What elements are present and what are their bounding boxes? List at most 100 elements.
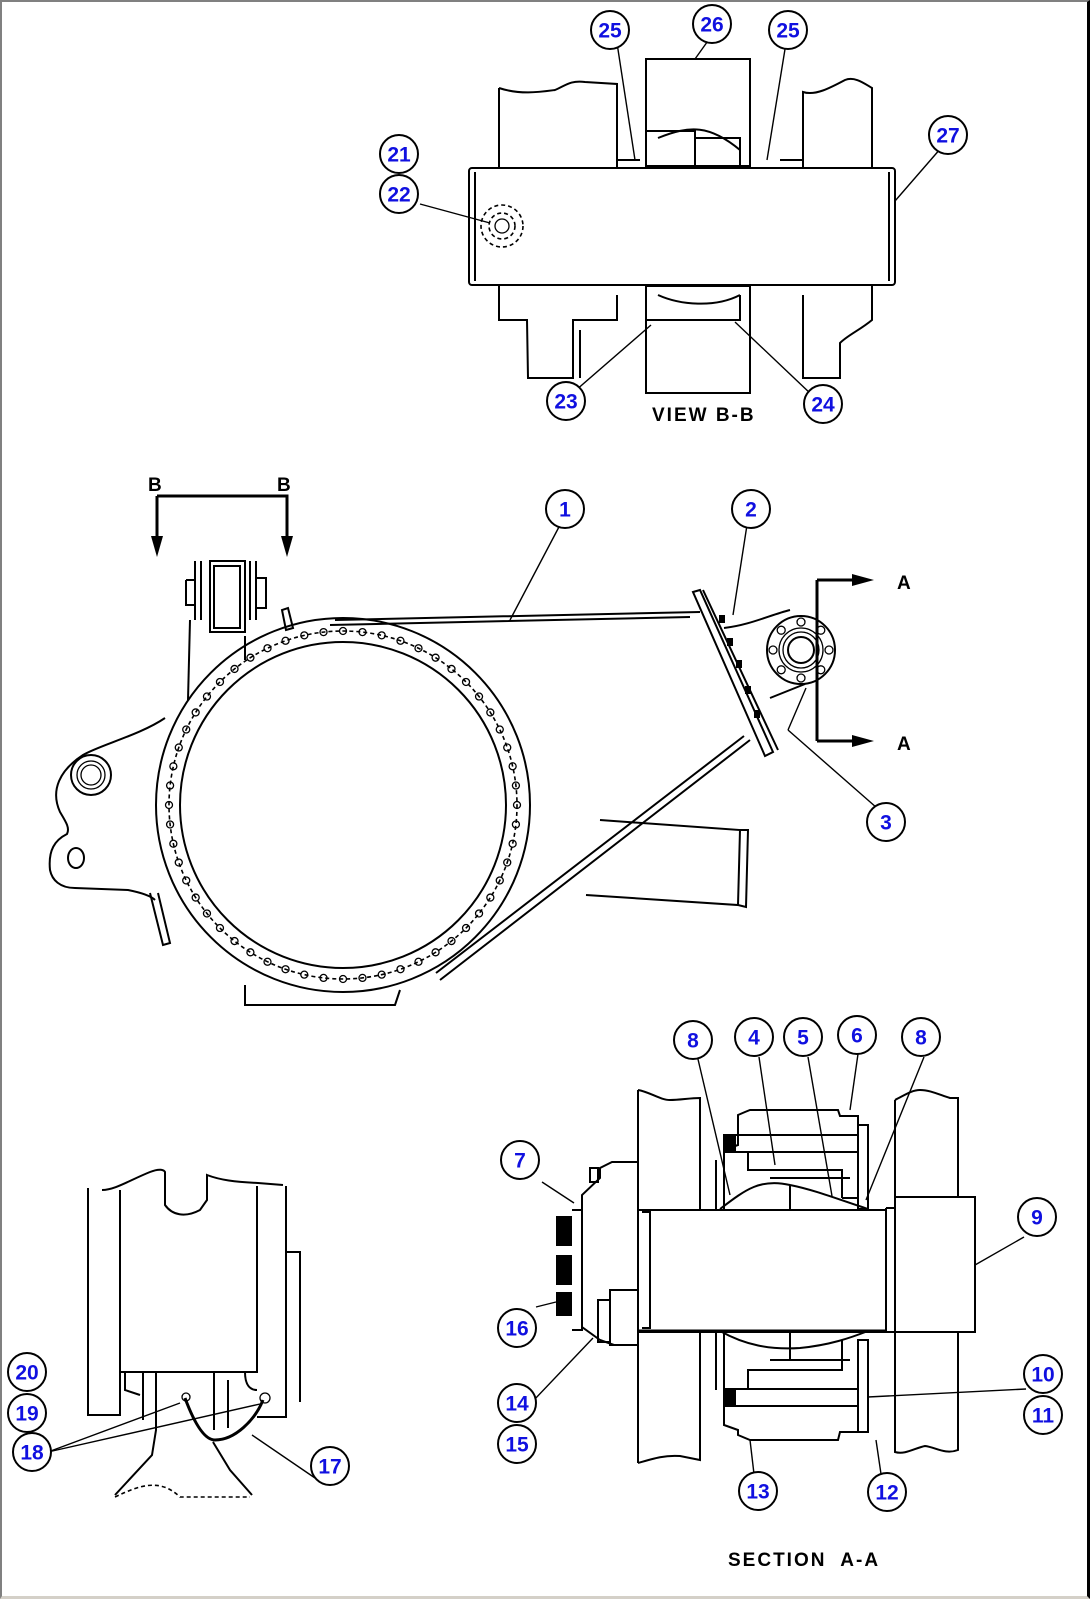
callout-2: 2 (731, 489, 771, 529)
ring-outer (155, 617, 531, 993)
main-view: B B A A (48, 475, 911, 1006)
bolt-hole (191, 893, 200, 902)
leader-23 (574, 324, 652, 392)
bolt-head-1 (556, 1216, 572, 1246)
callout-circle (546, 381, 586, 421)
callout-7: 7 (500, 1140, 540, 1180)
bolt-hole (230, 664, 239, 674)
view-b-caption: VIEW B-B (652, 405, 756, 426)
section-b-marker-left: B (148, 475, 162, 496)
leader-24 (734, 321, 813, 396)
callout-9: 9 (1017, 1197, 1057, 1237)
leader-8a (696, 1054, 731, 1196)
bolt-hole (169, 839, 178, 848)
right-yoke-lower (802, 285, 873, 379)
left-lug-bore (70, 754, 112, 796)
callout-circle (7, 1393, 47, 1433)
leader-9 (974, 1236, 1025, 1266)
callout-circle (379, 134, 419, 174)
leader-10 (867, 1388, 1027, 1398)
center-block-lower (645, 285, 751, 394)
section-a-marker-top: A (897, 573, 911, 594)
bolt-hole (202, 909, 212, 918)
eye-bolt-hole (824, 645, 834, 655)
section-a-a: SECTION A-A (533, 1053, 1027, 1571)
callout-circle (12, 1432, 52, 1472)
callout-10: 10 (1023, 1354, 1063, 1394)
callout-label: 20 (15, 1362, 38, 1385)
left-yoke-upper (498, 80, 618, 168)
callout-6: 6 (837, 1015, 877, 1055)
bolt-hole (447, 936, 456, 946)
bolt-hole (414, 644, 423, 653)
left-lug (48, 717, 166, 901)
callout-13: 13 (738, 1471, 778, 1511)
leader-27 (894, 147, 942, 202)
bolt-hole (263, 644, 272, 653)
section-b-line (155, 494, 289, 540)
bolt-hole (182, 725, 191, 734)
callout-label: 13 (746, 1481, 769, 1504)
callout-label: 8 (687, 1030, 699, 1053)
bolt-hole (495, 725, 504, 734)
bolt-hole (215, 677, 225, 687)
callout-label: 19 (15, 1403, 38, 1426)
eye-bolt-hole (776, 665, 786, 675)
callout-label: 23 (554, 391, 577, 414)
callout-17: 17 (310, 1446, 350, 1486)
callout-circle (7, 1352, 47, 1392)
bolt-hole (230, 936, 239, 946)
leader-8b (865, 1056, 925, 1201)
bolt-hole (486, 893, 495, 902)
callout-label: 18 (20, 1442, 44, 1465)
bolt-hole (319, 973, 328, 983)
callout-label: 3 (880, 812, 892, 835)
section-a-caption: SECTION A-A (728, 1550, 880, 1571)
bolt-hole (300, 970, 309, 979)
bolt-head-3 (556, 1292, 572, 1316)
right-eye-flange (766, 615, 836, 685)
bolt-hole (319, 627, 328, 637)
bolt-hole (377, 631, 386, 640)
pin-head-plate (894, 1196, 976, 1333)
callout-22: 22 (379, 174, 419, 214)
section-a-line (815, 578, 858, 743)
callout-23: 23 (546, 381, 586, 421)
callout-label: 7 (514, 1150, 526, 1173)
callout-label: 9 (1031, 1207, 1043, 1230)
callout-1: 1 (545, 489, 585, 529)
callout-circle (901, 1017, 941, 1057)
callout-4: 4 (734, 1017, 774, 1057)
eye-bolt-hole (776, 625, 786, 635)
leader-6 (849, 1053, 859, 1111)
callout-label: 26 (700, 14, 723, 37)
ring-bolt-circle (168, 630, 518, 980)
bolt-hole (358, 627, 367, 637)
section-b-arrow-right (281, 536, 293, 557)
section-left-frame (637, 1089, 701, 1463)
bolt-hole (474, 692, 484, 701)
leader-5 (807, 1056, 833, 1197)
callout-circle (692, 4, 732, 44)
ring-bolt-holes (164, 626, 522, 984)
arm-top-edge (329, 611, 701, 626)
leader-14 (533, 1337, 594, 1401)
leader-16 (535, 1301, 557, 1308)
callout-circle (497, 1424, 537, 1464)
bolt-hole (508, 762, 517, 771)
right-yoke-upper (802, 78, 873, 168)
callout-label: 25 (776, 20, 800, 43)
bolt-hole (511, 820, 521, 829)
bolt-hole (447, 664, 456, 674)
callout-circle (545, 489, 585, 529)
callout-21: 21 (379, 134, 419, 174)
callout-circle (837, 1015, 877, 1055)
bolt-head-2 (556, 1255, 572, 1285)
bolt-hole (202, 692, 212, 701)
bolt-hole (191, 708, 200, 717)
leader-1 (509, 524, 561, 621)
callout-circle (738, 1471, 778, 1511)
grease-fitting-inner (488, 212, 516, 240)
callout-circle (734, 1017, 774, 1057)
